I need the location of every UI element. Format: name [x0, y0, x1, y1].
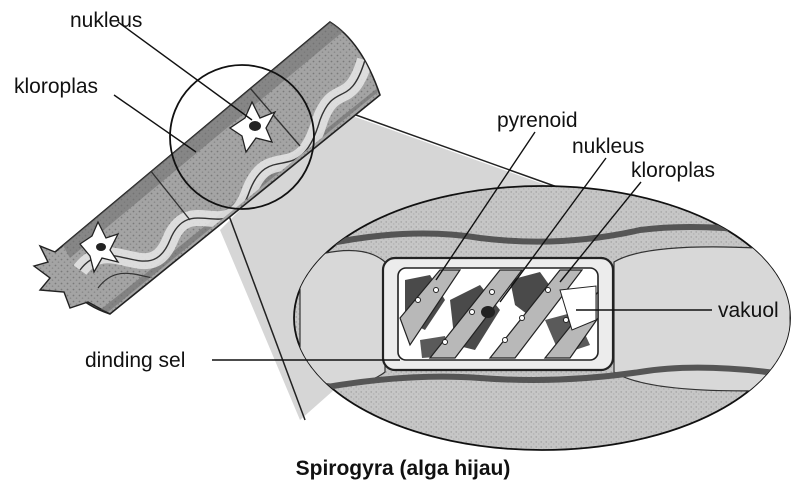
inset-ellipse — [293, 185, 791, 451]
leader-kloroplas-left — [113, 94, 197, 153]
leader-kloroplas-inset — [559, 181, 642, 283]
label-dinding-sel: dinding sel — [85, 349, 186, 372]
leader-pyrenoid — [435, 131, 536, 281]
label-nukleus-inset: nukleus — [572, 135, 645, 158]
label-kloroplas-left: kloroplas — [14, 75, 99, 98]
label-vakuol: vakuol — [718, 299, 779, 322]
label-pyrenoid: pyrenoid — [497, 109, 578, 132]
inset-nucleus — [481, 306, 495, 318]
leader-nukleus-top — [117, 21, 253, 121]
label-kloroplas-inset: kloroplas — [631, 159, 716, 182]
magnifier-circle — [169, 64, 315, 210]
leader-nukleus-inset — [499, 157, 607, 303]
figure-caption: Spirogyra (alga hijau) — [295, 457, 511, 480]
label-nukleus-top: nukleus — [70, 9, 143, 32]
leader-lines — [113, 21, 712, 361]
